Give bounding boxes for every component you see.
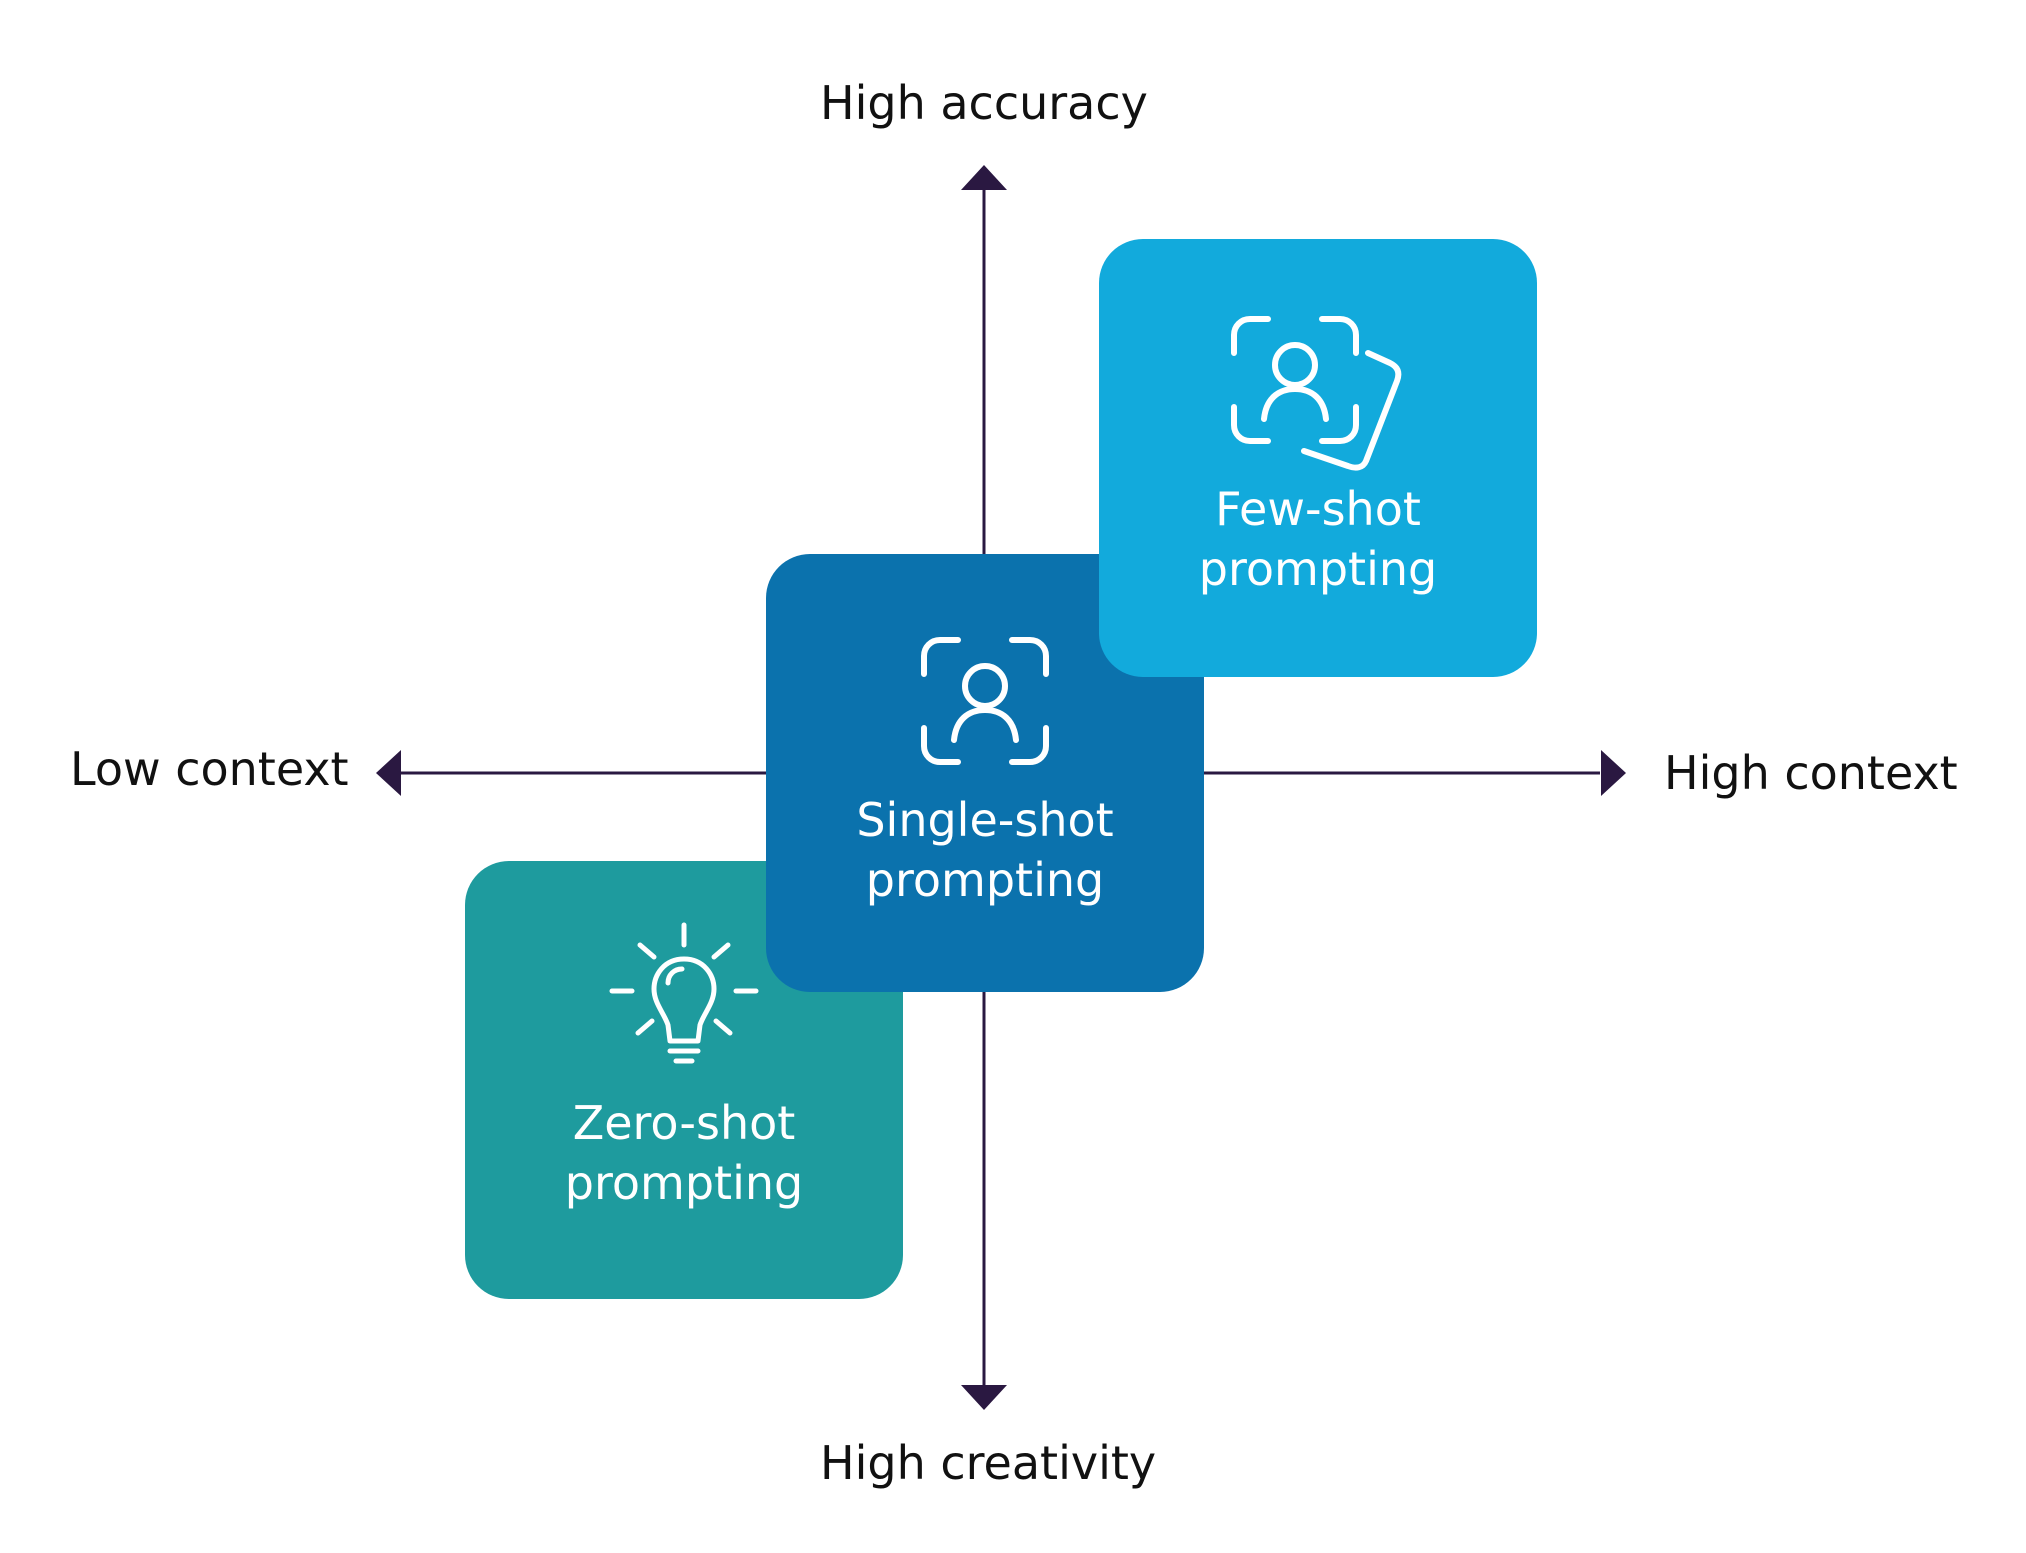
lightbulb-icon xyxy=(609,922,759,1064)
axis-label-high-context: High context xyxy=(1664,746,1958,800)
user-scan-icon xyxy=(921,637,1049,765)
zero-shot-title: Zero-shot prompting xyxy=(564,1096,804,1210)
axis-label-high-accuracy: High accuracy xyxy=(820,76,1148,130)
up-arrowhead-icon xyxy=(961,165,1007,190)
right-arrowhead-icon xyxy=(1601,750,1626,796)
zero-shot-card: Zero-shot prompting xyxy=(465,861,903,1299)
few-shot-title: Few-shot prompting xyxy=(1198,482,1438,596)
user-scan-stack-icon xyxy=(1231,316,1402,471)
few-shot-card: Few-shot prompting xyxy=(1099,239,1537,677)
single-shot-card: Single-shot prompting xyxy=(766,554,1204,992)
axis-label-low-context: Low context xyxy=(70,742,349,796)
down-arrowhead-icon xyxy=(961,1385,1007,1410)
axis-label-high-creativity: High creativity xyxy=(820,1436,1157,1490)
left-arrowhead-icon xyxy=(376,750,401,796)
single-shot-title: Single-shot prompting xyxy=(856,793,1114,907)
